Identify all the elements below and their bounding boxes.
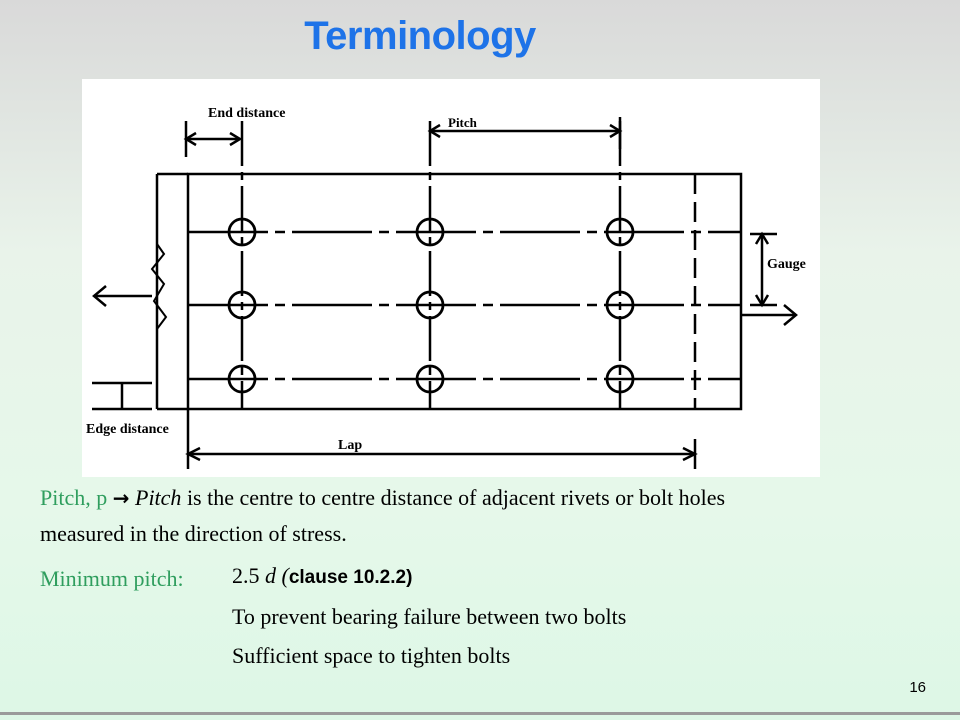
gauge-label: Gauge [767,257,806,272]
value-italic: d ( [265,563,289,588]
lap-label: Lap [338,438,362,453]
clause-reference: clause 10.2.2) [288,567,413,588]
bolt-holes [227,217,635,394]
bolted-lap-joint-diagram: End distance Pitch Gauge Edge distance L… [82,79,820,477]
end-distance-label: End distance [208,106,285,121]
slide-title: Terminology [304,14,536,58]
plate-outline [186,172,743,411]
definition-line-2: measured in the direction of stress. [40,521,347,546]
pitch-label: Pitch [448,115,478,130]
reason-2: Sufficient space to tighten bolts [232,643,511,668]
reason-1: To prevent bearing failure between two b… [232,604,627,629]
minimum-pitch-value: 2.5 d (clause 10.2.2) [232,563,412,589]
definition-text-1: is the centre to centre distance of adja… [186,485,726,510]
minimum-pitch-label: Minimum pitch: [40,566,184,591]
term-italic: Pitch [135,485,182,510]
footer-divider [0,712,960,715]
break-line [150,243,168,330]
arrow-right-icon: → [112,486,130,510]
term-label: Pitch, p [40,485,108,510]
page-number: 16 [909,679,926,696]
value-prefix: 2.5 [232,563,260,588]
edge-distance-label: Edge distance [86,422,169,437]
definition-line-1: Pitch, p → Pitch is the centre to centre… [40,485,725,511]
